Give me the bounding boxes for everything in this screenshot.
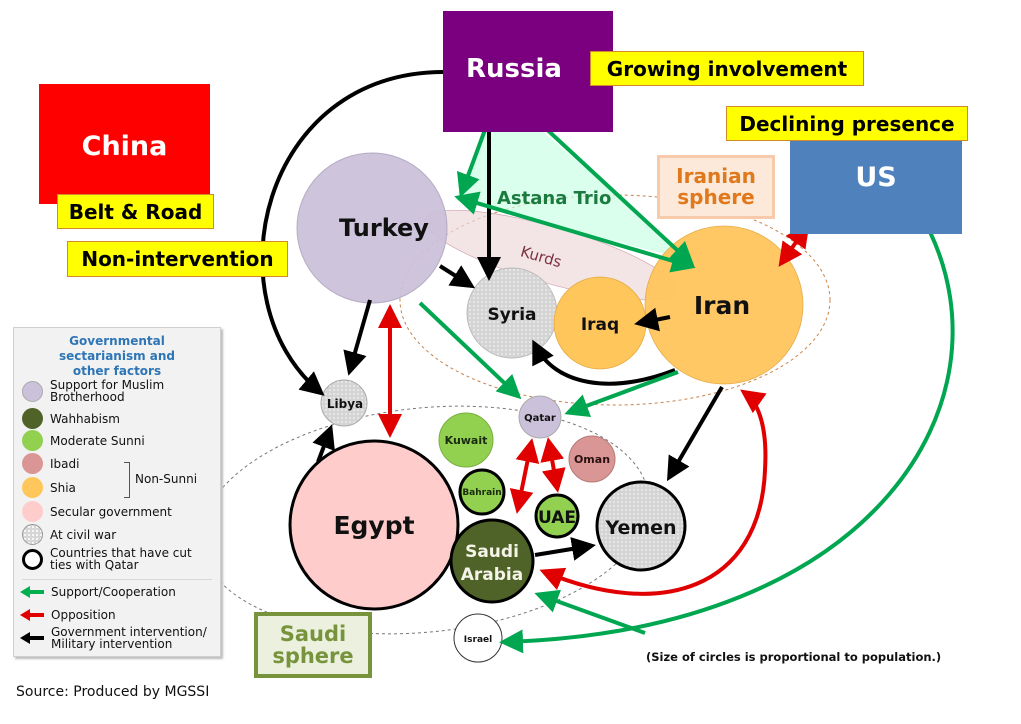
source-credit: Source: Produced by MGSSI (16, 684, 210, 700)
us-tag: Declining presence (726, 106, 968, 141)
legend-item-wahhabism: Wahhabism (22, 408, 120, 429)
ibadi-swatch-icon (22, 453, 43, 474)
syria-label: Syria (487, 305, 536, 325)
non-sunni-bracket (124, 462, 130, 498)
moderate-sunni-swatch-icon (22, 430, 43, 451)
russia-box[interactable]: Russia (443, 11, 613, 132)
arrow-turkey-iran-support (454, 191, 696, 273)
egypt-label: Egypt (333, 511, 414, 540)
cut-ties-swatch-icon (22, 548, 43, 570)
us-box[interactable]: US (790, 140, 962, 234)
legend-label: Wahhabism (50, 411, 120, 426)
black-arrow-icon (20, 632, 44, 644)
bahrain-label: Bahrain (462, 488, 501, 498)
iranian-sphere-label: Iranian sphere (657, 155, 775, 219)
china-label: China (81, 130, 168, 162)
kuwait-node[interactable] (438, 412, 494, 468)
iraq-label: Iraq (581, 315, 619, 335)
arrow-egypt-to-libya (312, 424, 335, 463)
shia-swatch-icon (22, 477, 43, 498)
arrow-uae-qatar-opposition (540, 437, 566, 493)
footnote: (Size of circles is proportional to popu… (646, 650, 942, 664)
china-tag-belt-road: Belt & Road (57, 194, 214, 229)
legend-label: At civil war (50, 527, 117, 542)
us-label: US (855, 161, 897, 193)
legend-item-shia: Shia (22, 477, 76, 498)
arrow-us-to-saudi (534, 589, 646, 635)
libya-label: Libya (327, 397, 363, 411)
libya-node[interactable] (320, 379, 368, 427)
legend-item-ibadi: Ibadi (22, 453, 79, 474)
turkey-node[interactable] (296, 152, 448, 304)
arrow-iran-to-syria (532, 339, 676, 386)
china-box[interactable]: China (39, 84, 210, 204)
arrow-saudi-iran-opposition (539, 389, 768, 596)
kuwait-label: Kuwait (445, 434, 488, 447)
arrow-turkey-to-syria (438, 264, 476, 289)
legend-divider (22, 579, 212, 580)
legend-label-line: Support for Muslim (50, 378, 165, 392)
arrow-russia-to-libya (260, 69, 447, 396)
arrow-saudi-qatar-opposition (509, 438, 540, 514)
legend-arrow-opposition: Opposition (20, 609, 116, 621)
arrow-us-to-israel (499, 231, 955, 654)
saudi-arabia-node[interactable] (449, 518, 535, 604)
legend-item-moderate-sunni: Moderate Sunni (22, 430, 145, 451)
legend-label-line: Brotherhood (50, 390, 125, 404)
qatar-label: Qatar (524, 413, 556, 424)
bahrain-node[interactable] (458, 468, 506, 516)
saudi-arabia-label-line2: Arabia (461, 565, 523, 585)
legend-item-civil-war: At civil war (22, 524, 116, 545)
uae-label: UAE (538, 508, 576, 528)
arrow-turkey-to-qatar (418, 301, 522, 400)
china-tag-non-intervention: Non-intervention (67, 241, 288, 277)
legend-label-line: Government intervention/ (51, 625, 207, 639)
arrow-iran-to-yemen (666, 385, 724, 482)
legend-arrow-intervention: Government intervention/Military interve… (20, 626, 207, 650)
green-arrow-icon (20, 586, 44, 598)
turkey-label: Turkey (339, 214, 429, 242)
oman-label: Oman (574, 453, 610, 466)
arrow-iran-to-iraq (634, 307, 671, 332)
yemen-label: Yemen (604, 517, 676, 539)
legend-label: Moderate Sunni (50, 433, 145, 448)
legend-label-line: Countries that have cut (50, 546, 192, 560)
legend-label-line: ties with Qatar (50, 558, 139, 572)
egypt-node[interactable] (288, 439, 460, 611)
wahhabism-swatch-icon (22, 408, 43, 429)
legend-title: Governmental sectarianism and other fact… (58, 334, 176, 378)
israel-label: Israel (464, 635, 492, 645)
arrow-iran-to-qatar (564, 370, 679, 418)
muslim-brotherhood-swatch-icon (22, 380, 43, 402)
secular-swatch-icon (22, 501, 43, 522)
saudi-sphere-label: Saudi sphere (254, 612, 372, 678)
legend-label: Opposition (51, 608, 116, 622)
saudi-arabia-label-line1: Saudi (465, 542, 519, 562)
civil-war-swatch-icon (22, 524, 43, 545)
legend: Governmental sectarianism and other fact… (13, 327, 221, 657)
arrow-saudi-to-yemen (534, 537, 596, 561)
red-arrow-icon (20, 609, 44, 621)
russia-tag: Growing involvement (590, 51, 864, 86)
arrow-turkey-to-libya (343, 299, 372, 376)
legend-label: Secular government (50, 504, 172, 519)
legend-label: Government intervention/Military interve… (51, 626, 207, 650)
legend-arrow-support: Support/Cooperation (20, 586, 176, 598)
legend-label: Ibadi (50, 456, 80, 471)
legend-label: Support/Cooperation (51, 585, 176, 599)
legend-label-line: Military intervention (51, 637, 173, 651)
astana-trio-label: Astana Trio (497, 188, 611, 209)
legend-item-secular: Secular government (22, 501, 172, 522)
iran-label: Iran (694, 291, 750, 320)
legend-label: Shia (50, 480, 76, 495)
russia-label: Russia (466, 54, 562, 84)
non-sunni-label: Non-Sunni (135, 472, 198, 486)
